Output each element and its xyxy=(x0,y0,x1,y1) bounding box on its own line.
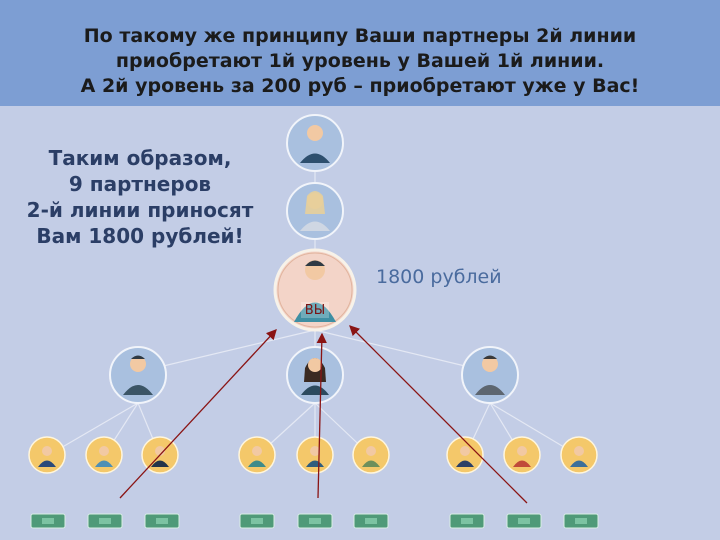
money-bill-icon xyxy=(297,513,333,529)
money-bill-icon xyxy=(353,513,389,529)
second-line-node xyxy=(446,436,484,474)
money-bill-icon xyxy=(87,513,123,529)
note-line-4: Вам 1800 рублей! xyxy=(36,224,244,248)
title-line-1: По такому же принципу Ваши партнеры 2й л… xyxy=(83,25,637,47)
first-line-node-right xyxy=(461,346,519,404)
first-line-node-left xyxy=(109,346,167,404)
note-line-3: 2-й линии приносят xyxy=(26,198,254,222)
money-bill-icon xyxy=(239,513,275,529)
title-line-3: А 2й уровень за 200 руб – приобретают уж… xyxy=(80,75,640,97)
you-node xyxy=(273,248,357,332)
upline-node-2 xyxy=(286,182,344,240)
second-line-node xyxy=(28,436,66,474)
first-line-node-center xyxy=(286,346,344,404)
arrow-right xyxy=(349,325,528,504)
money-bill-icon xyxy=(449,513,485,529)
red-arrows xyxy=(119,325,528,504)
second-line-node xyxy=(503,436,541,474)
second-line-node xyxy=(238,436,276,474)
title-line-2: приобретают 1й уровень у Вашей 1й линии. xyxy=(115,50,605,72)
money-bill-icon xyxy=(563,513,599,529)
arrow-left xyxy=(119,329,277,499)
second-line-node xyxy=(85,436,123,474)
upline-node-1 xyxy=(286,114,344,172)
amount-label: 1800 рублей xyxy=(376,266,502,288)
money-bill-icon xyxy=(506,513,542,529)
second-line-node xyxy=(560,436,598,474)
arrow-center xyxy=(316,332,327,499)
title-banner: По такому же принципу Ваши партнеры 2й л… xyxy=(0,0,720,106)
money-bill-icon xyxy=(144,513,180,529)
you-label: ВЫ xyxy=(304,303,326,318)
money-bill-icon xyxy=(30,513,66,529)
note-line-1: Таким образом, xyxy=(48,146,232,170)
second-line-node xyxy=(352,436,390,474)
note-line-2: 9 партнеров xyxy=(68,172,212,196)
money-bills xyxy=(30,513,599,529)
second-line-nodes xyxy=(28,436,598,474)
second-line-node xyxy=(296,436,334,474)
